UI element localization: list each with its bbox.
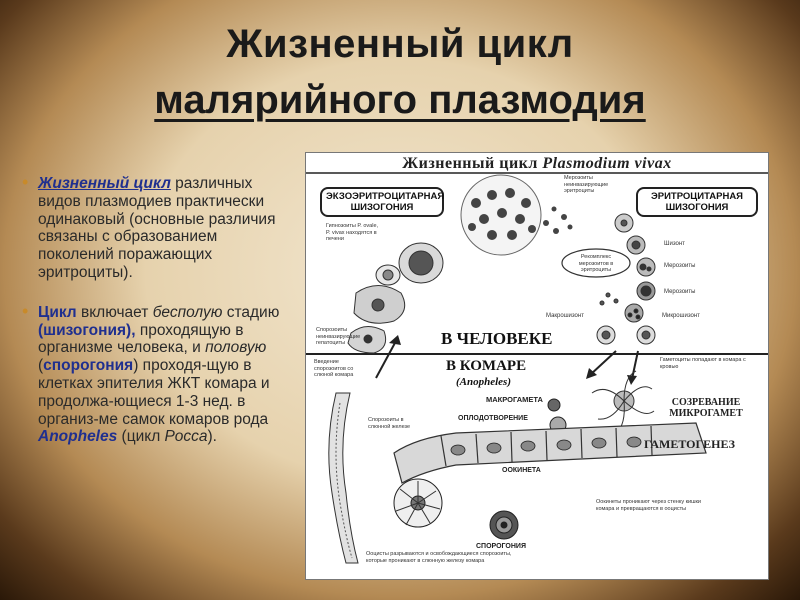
label-schizont: Шизонт: [664, 241, 685, 247]
liver-schizont: [460, 174, 573, 256]
bullet-list: Жизненный цикл различных видов плазмодие…: [22, 174, 297, 468]
oocyst: [393, 478, 443, 528]
bullet-item-2: Цикл включает бесполую стадию (шизогония…: [22, 303, 297, 446]
zone-anopheles: (Anopheles): [456, 376, 511, 388]
b2-t7: половую: [205, 339, 267, 357]
sporogony-cell: [489, 510, 519, 540]
label-reinvasion: Рекомплекс мерозоитов в эритроциты: [578, 254, 614, 273]
label-merozoites-2: Мерозоиты: [664, 289, 696, 295]
label-hypnozoites: Гипнозоиты P. ovale, P. vivax находятся …: [326, 223, 379, 242]
box-exo-schizogony: ЭКЗОЭРИТРОЦИТАРНАЯ ШИЗОГОНИЯ: [320, 187, 444, 217]
salivary-gland: [328, 392, 359, 564]
b2-t13: Росса: [164, 428, 208, 446]
b2-t4: стадию: [222, 303, 280, 321]
bullet-1-term: Жизненный цикл: [38, 175, 171, 192]
diagram-illustration: [306, 172, 768, 564]
label-gametogenesis: ГАМЕТОГЕНЕЗ: [644, 437, 735, 451]
hepatocytes: [347, 242, 444, 354]
label-fertilization: ОПЛОДОТВОРЕНИЕ: [458, 415, 528, 422]
erythrocyte-cycle: [596, 213, 656, 345]
label-merozoite-release: Мерозоиты неинвазирующие эритроциты: [564, 175, 609, 194]
label-gametocytes-blood: Гаметоциты попадают в комара с кровью: [660, 357, 746, 370]
b2-t2: включает: [76, 303, 153, 321]
b2-t11: Anopheles: [38, 428, 118, 446]
gut-epithelium: [393, 422, 707, 484]
slide-title-line1: Жизненный цикл: [226, 22, 574, 66]
label-sporozoite-injection: Введение спорозоитов со слюной комара: [314, 359, 354, 378]
bullet-1-text: различных видов плазмодиев практически о…: [38, 175, 276, 281]
b2-t8: (: [38, 357, 44, 375]
gut-nuclei: [450, 436, 642, 456]
label-ookinete-pass: Оокинеты проникают через стенку кишки ко…: [596, 499, 701, 512]
box-ery-schizogony: ЭРИТРОЦИТАРНАЯ ШИЗОГОНИЯ: [636, 187, 758, 217]
label-merozoites-1: Мерозоиты: [664, 263, 696, 269]
label-salivary-sporozoites: Спорозоиты в слюнной железе: [368, 417, 411, 430]
label-ookinete: ООКИНЕТА: [502, 467, 541, 474]
bullet-item-1: Жизненный цикл различных видов плазмодие…: [22, 174, 297, 282]
diagram-title-main: Жизненный цикл: [402, 155, 543, 172]
b2-t12: (цикл: [117, 428, 165, 446]
diagram-title-species: Plasmodium vivax: [542, 155, 672, 172]
b2-t10: ) проходя-щую в клетках эпителия ЖКТ ком…: [38, 357, 270, 428]
label-sporogony: СПОРОГОНИЯ: [476, 543, 526, 550]
reinvasion-oval: [561, 248, 631, 278]
b2-t1: Цикл: [38, 303, 77, 321]
diagram-title: Жизненный цикл Plasmodium vivax: [306, 155, 768, 173]
slide-title-line2: малярийного плазмодия: [154, 78, 646, 122]
label-sporozoites-liver: Спорозоиты неинвазирующие гепатоциты: [316, 327, 361, 346]
label-oocyst-rupture: Ооцисты разрываются и освобождающиеся сп…: [366, 551, 512, 564]
label-microgamete-maturation: СОЗРЕВАНИЕ МИКРОГАМЕТ: [669, 397, 743, 419]
b2-t9: спорогония: [43, 357, 134, 375]
b2-t3: бесполую: [152, 303, 223, 321]
b2-t14: ).: [207, 428, 217, 446]
microgametes: [591, 370, 655, 434]
b2-t5: (шизогония),: [38, 321, 136, 339]
b2-t6: проходящую в организме человека, и: [38, 321, 244, 357]
label-macroschizont: Макрошизонт: [546, 313, 584, 319]
life-cycle-diagram: Жизненный цикл Plasmodium vivax: [305, 152, 769, 580]
zone-in-mosquito: В КОМАРЕ: [446, 358, 527, 374]
zone-in-human: В ЧЕЛОВЕКЕ: [441, 329, 553, 348]
label-microschizont: Микрошизонт: [662, 313, 700, 319]
label-macrogamete: МАКРОГАМЕТА: [486, 395, 543, 404]
macrogamete-cell: [547, 398, 561, 412]
